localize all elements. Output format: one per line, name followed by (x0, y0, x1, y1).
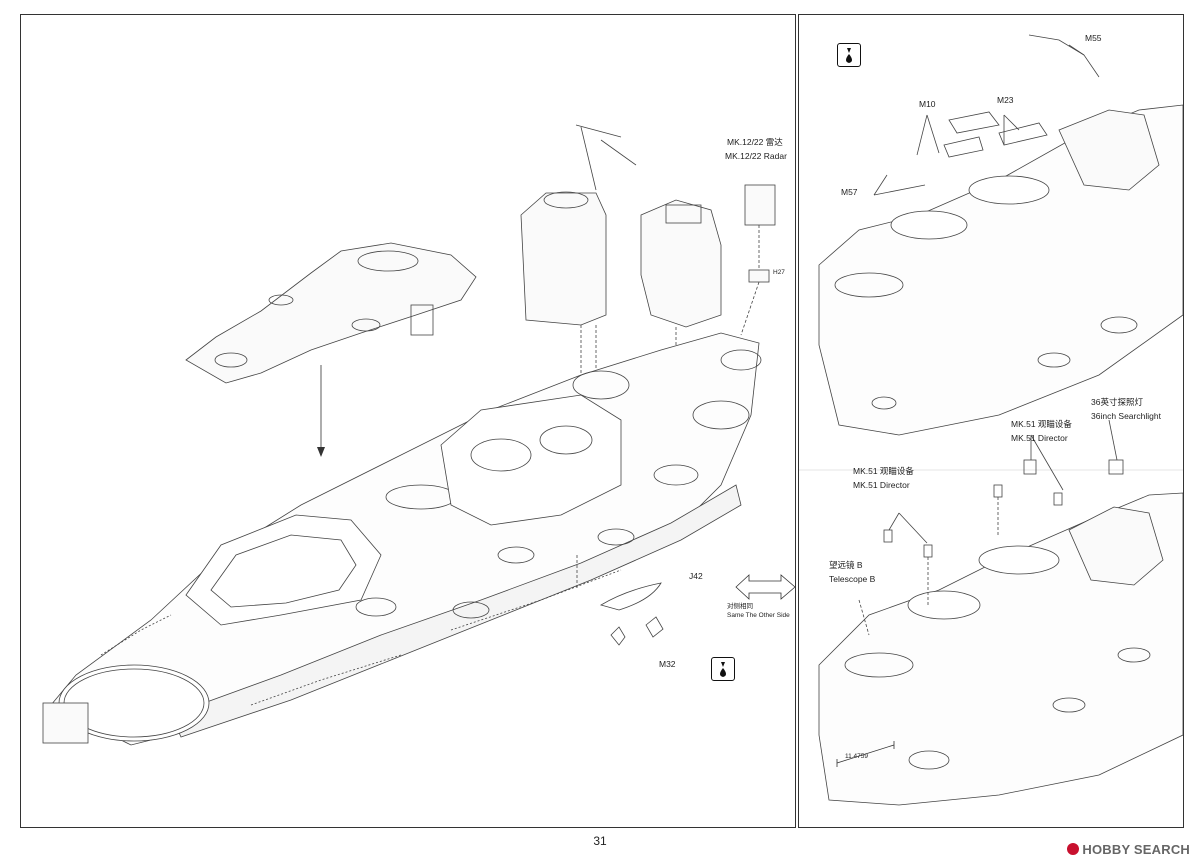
searchlight-label-en: 36inch Searchlight (1091, 411, 1161, 421)
m57-label: M57 (841, 187, 858, 197)
page-number: 31 (593, 834, 607, 848)
hobby-search-watermark: HOBBY SEARCH (1067, 842, 1190, 857)
telescope-label-en: Telescope B (829, 574, 876, 584)
left-instruction-panel: MK.12/22 雷达 MK.12/22 Radar H27 J42 对侧相同 … (20, 14, 796, 828)
glue-drop-icon (711, 657, 735, 681)
j42-label: J42 (689, 571, 703, 581)
m32-label: M32 (659, 659, 676, 669)
same-other-side-label-cn: 对侧相同 (727, 603, 753, 610)
hobby-search-logo-icon (1067, 843, 1080, 855)
searchlight-label-cn: 36英寸探照灯 (1091, 397, 1143, 407)
same-other-side-label-en: Same The Other Side (727, 612, 790, 619)
glue-drop-icon (837, 43, 861, 67)
mk51-director-label-cn-left: MK.51 观瞄设备 (853, 466, 914, 476)
battleship-exploded-drawing (42, 124, 795, 746)
m23-label: M23 (997, 95, 1014, 105)
m10-label: M10 (919, 99, 936, 109)
mk51-director-label-en-right: MK.51 Director (1011, 433, 1068, 443)
detail-assembly-drawing (799, 34, 1183, 806)
mk12-radar-label-en: MK.12/22 Radar (725, 151, 787, 161)
m55-label: M55 (1085, 33, 1102, 43)
mk51-director-label-cn-right: MK.51 观瞄设备 (1011, 419, 1072, 429)
mk51-director-label-en-left: MK.51 Director (853, 480, 910, 490)
dimension-label: 11.4759 (845, 753, 869, 760)
watermark-text: HOBBY SEARCH (1082, 842, 1190, 857)
telescope-label-cn: 望远镜 B (829, 560, 863, 570)
right-instruction-panel: M55 M10 M23 M57 36英寸探照灯 36inch Searchlig… (798, 14, 1184, 828)
h27-label: H27 (773, 269, 785, 276)
mk12-radar-label-cn: MK.12/22 雷达 (727, 137, 783, 147)
